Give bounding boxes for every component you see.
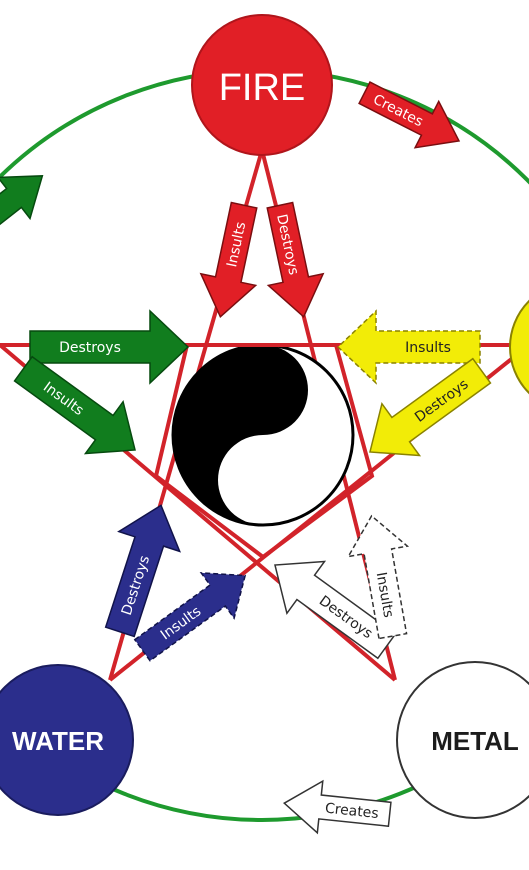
wood-creates-fire-arrow: es: [0, 175, 44, 246]
insults-label-earth: Insults: [405, 340, 451, 356]
metal-label: METAL: [431, 726, 519, 756]
yin-yang-symbol: [171, 343, 355, 527]
water-label: WATER: [12, 726, 104, 756]
destroys-label-wood: Destroys: [59, 340, 121, 356]
fire-creates-earth-arrow: Creates: [358, 81, 461, 149]
fire-insults-arrow: Insults: [199, 201, 258, 319]
earth-element: [509, 299, 529, 395]
creates-label-wood: es: [0, 205, 4, 227]
fire-element: FIRE: [191, 14, 333, 156]
fire-label: FIRE: [219, 67, 306, 109]
inner-pentagon: [153, 343, 375, 560]
water-destroys-arrow: Destroys: [104, 504, 182, 638]
metal-insults-arrow: Insults: [346, 514, 410, 640]
earth-insults-arrow: Insults: [336, 309, 481, 385]
insults-label-metal: Insults: [373, 571, 397, 619]
fire-destroys-arrow: Destroys: [266, 201, 325, 319]
metal-element: METAL: [396, 661, 529, 819]
wood-destroys-arrow: Destroys: [29, 309, 190, 385]
metal-creates-water-arrow: Creates: [282, 779, 392, 835]
water-element: WATER: [0, 664, 134, 816]
creates-label-metal: Creates: [324, 801, 379, 823]
